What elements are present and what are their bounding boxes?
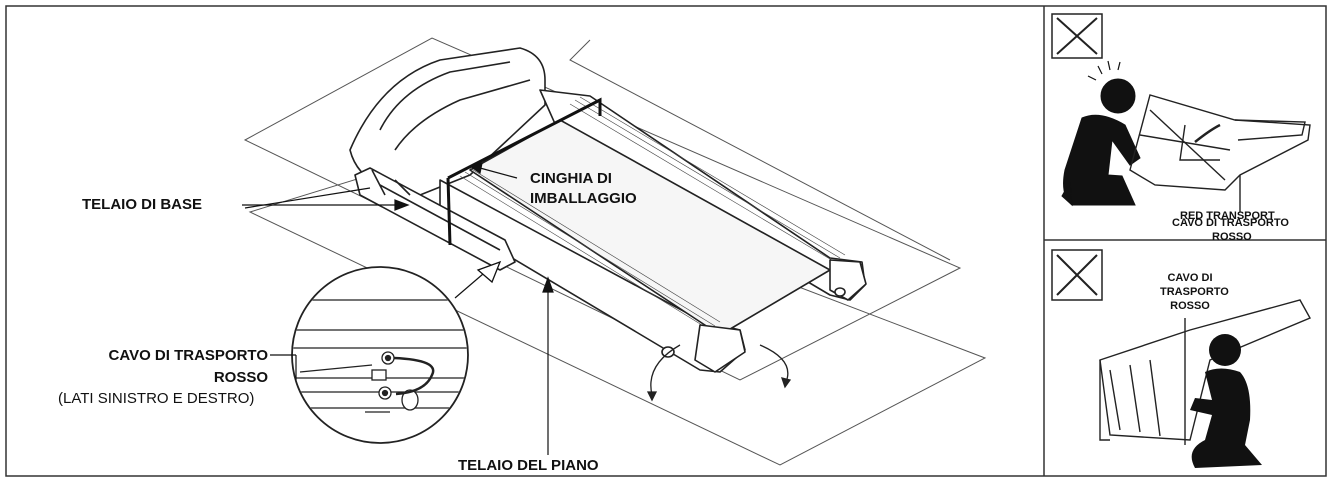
leader-lines [242,162,554,455]
label-transport-cable-1: CAVO DI TRASPORTO [108,347,268,364]
hood-inner [379,61,511,131]
plane-middle [569,39,951,261]
rotation-arrows [646,344,792,402]
foot-left [661,346,675,358]
person-kneeling-icon [1061,78,1141,207]
label-packing-strap-2: IMBALLAGGIO [530,190,637,207]
treadmill-upright-icon [1099,299,1311,445]
treadmill [349,47,867,373]
label-base-frame: TELAIO DI BASE [82,196,203,213]
label-transport-cable-2: ROSSO [213,369,268,386]
hood-inner-2 [394,79,531,151]
label-deck-frame: TELAIO DEL PIANO [458,457,599,474]
packing-strap [446,97,602,246]
label-red-transport-en: RED TRANSPORT [1180,210,1275,222]
person-kneeling-icon [1190,334,1262,468]
plane-upper [243,37,962,381]
warning-bottom-panel [1051,249,1311,468]
label-bottom-cable-2: TRASPORTO [1160,286,1229,298]
zoom-indicator-triangle [476,260,502,284]
base-frame-detail [371,169,501,251]
label-bottom-cable-3: ROSSO [1170,300,1210,312]
treadmill-frame-icon [1129,94,1311,212]
magnifier [291,266,469,444]
belt-stripes [459,96,846,331]
label-bottom-cable-1: CAVO DI [1167,272,1213,284]
label-transport-cable-note: (LATI SINISTRO E DESTRO) [58,390,255,407]
warning-top-panel [1051,13,1311,212]
foot-right [834,287,846,297]
label-packing-strap-1: CINGHIA DI [530,170,612,187]
rear-cap-left [694,324,746,373]
label-transport-cable-it-1: CAVO DI TRASPORTO [1172,217,1289,229]
label-transport-cable-it-2: ROSSO [1212,231,1252,243]
outer-frame [5,5,1327,477]
